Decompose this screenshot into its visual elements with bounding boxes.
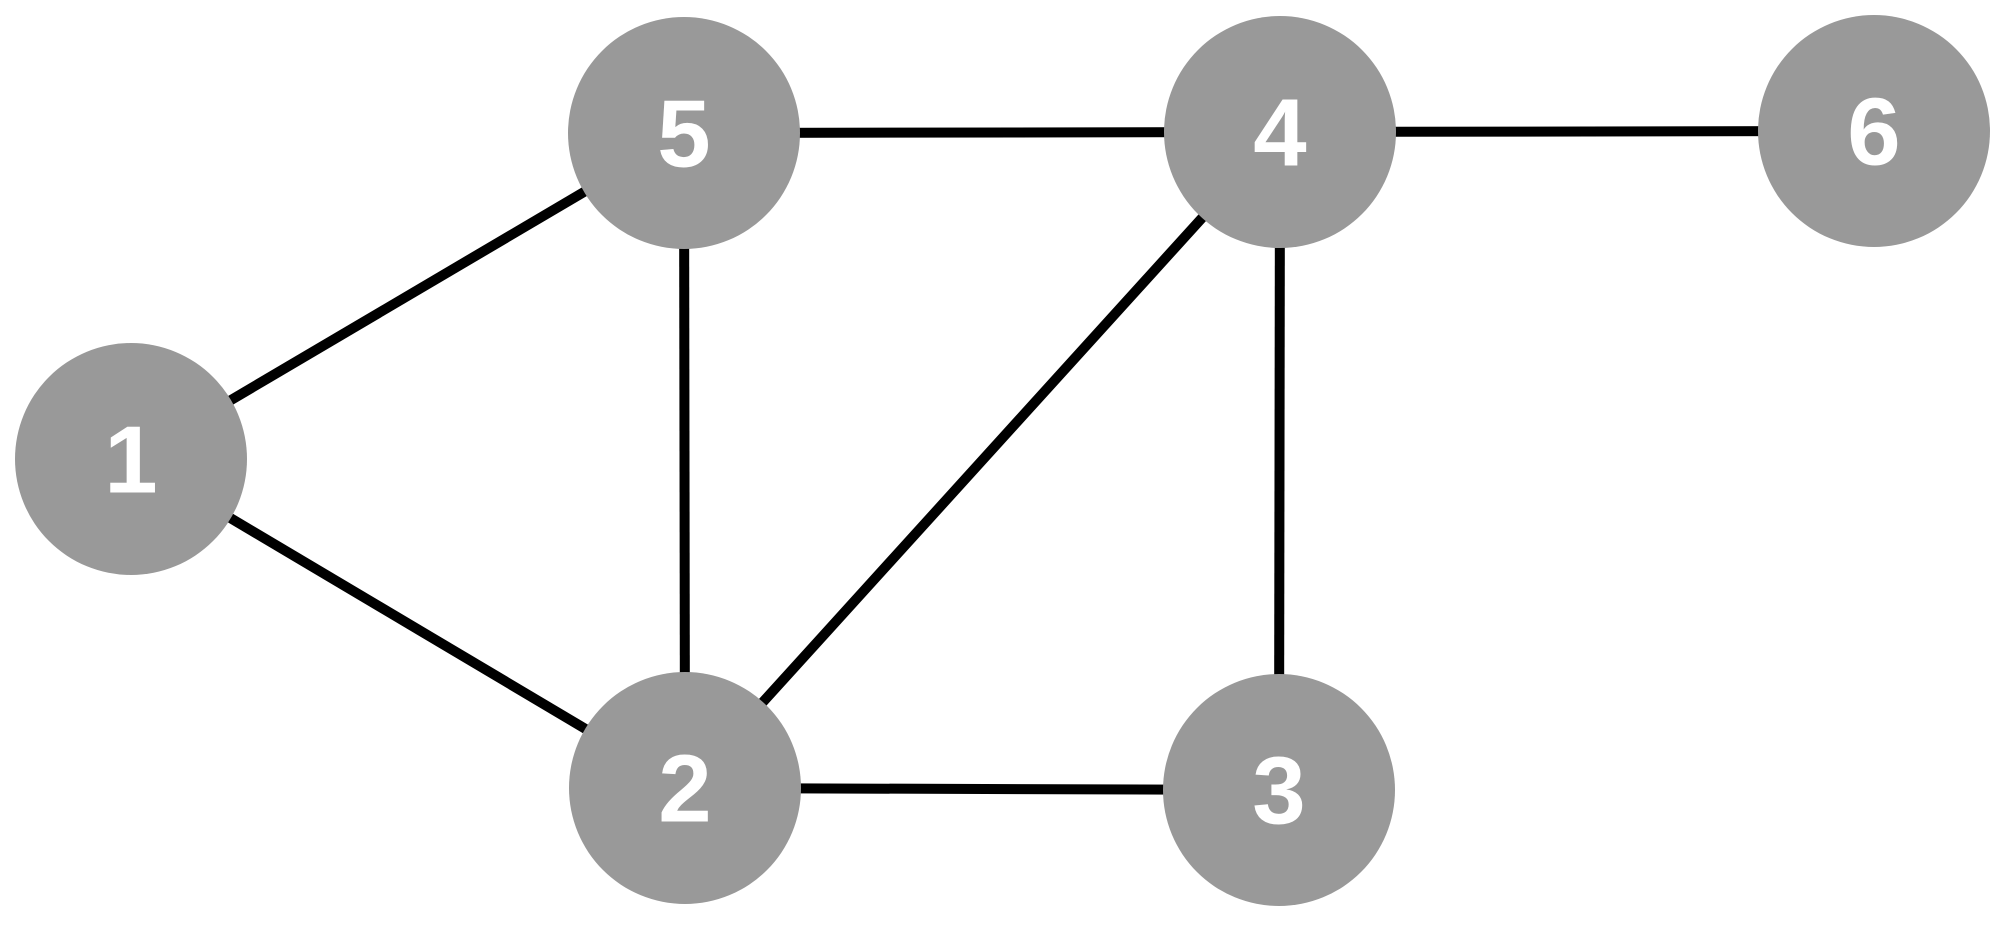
graph-node-label-4: 4 (1253, 80, 1306, 187)
graph-node-circle-2 (569, 672, 801, 904)
graph-node-4: 4 (1164, 16, 1396, 248)
graph-node-label-6: 6 (1847, 79, 1900, 186)
graph-node-circle-5 (568, 17, 800, 249)
graph-node-2: 2 (569, 672, 801, 904)
graph-node-5: 5 (568, 17, 800, 249)
graph-node-label-1: 1 (104, 407, 157, 514)
graph-node-label-3: 3 (1252, 738, 1305, 845)
graph-node-circle-6 (1758, 15, 1990, 247)
edges-layer (128, 126, 1875, 795)
nodes-layer: 1 2 3 4 5 6 (15, 15, 1990, 906)
graph-node-circle-3 (1163, 674, 1395, 906)
graph-node-circle-4 (1164, 16, 1396, 248)
graph-node-6: 6 (1758, 15, 1990, 247)
graph-node-label-2: 2 (658, 736, 711, 843)
graph-node-label-5: 5 (657, 81, 710, 188)
graph-node-circle-1 (15, 343, 247, 575)
graph-node-1: 1 (15, 343, 247, 575)
graph-node-3: 3 (1163, 674, 1395, 906)
graph-edge-2-4 (681, 128, 1284, 792)
